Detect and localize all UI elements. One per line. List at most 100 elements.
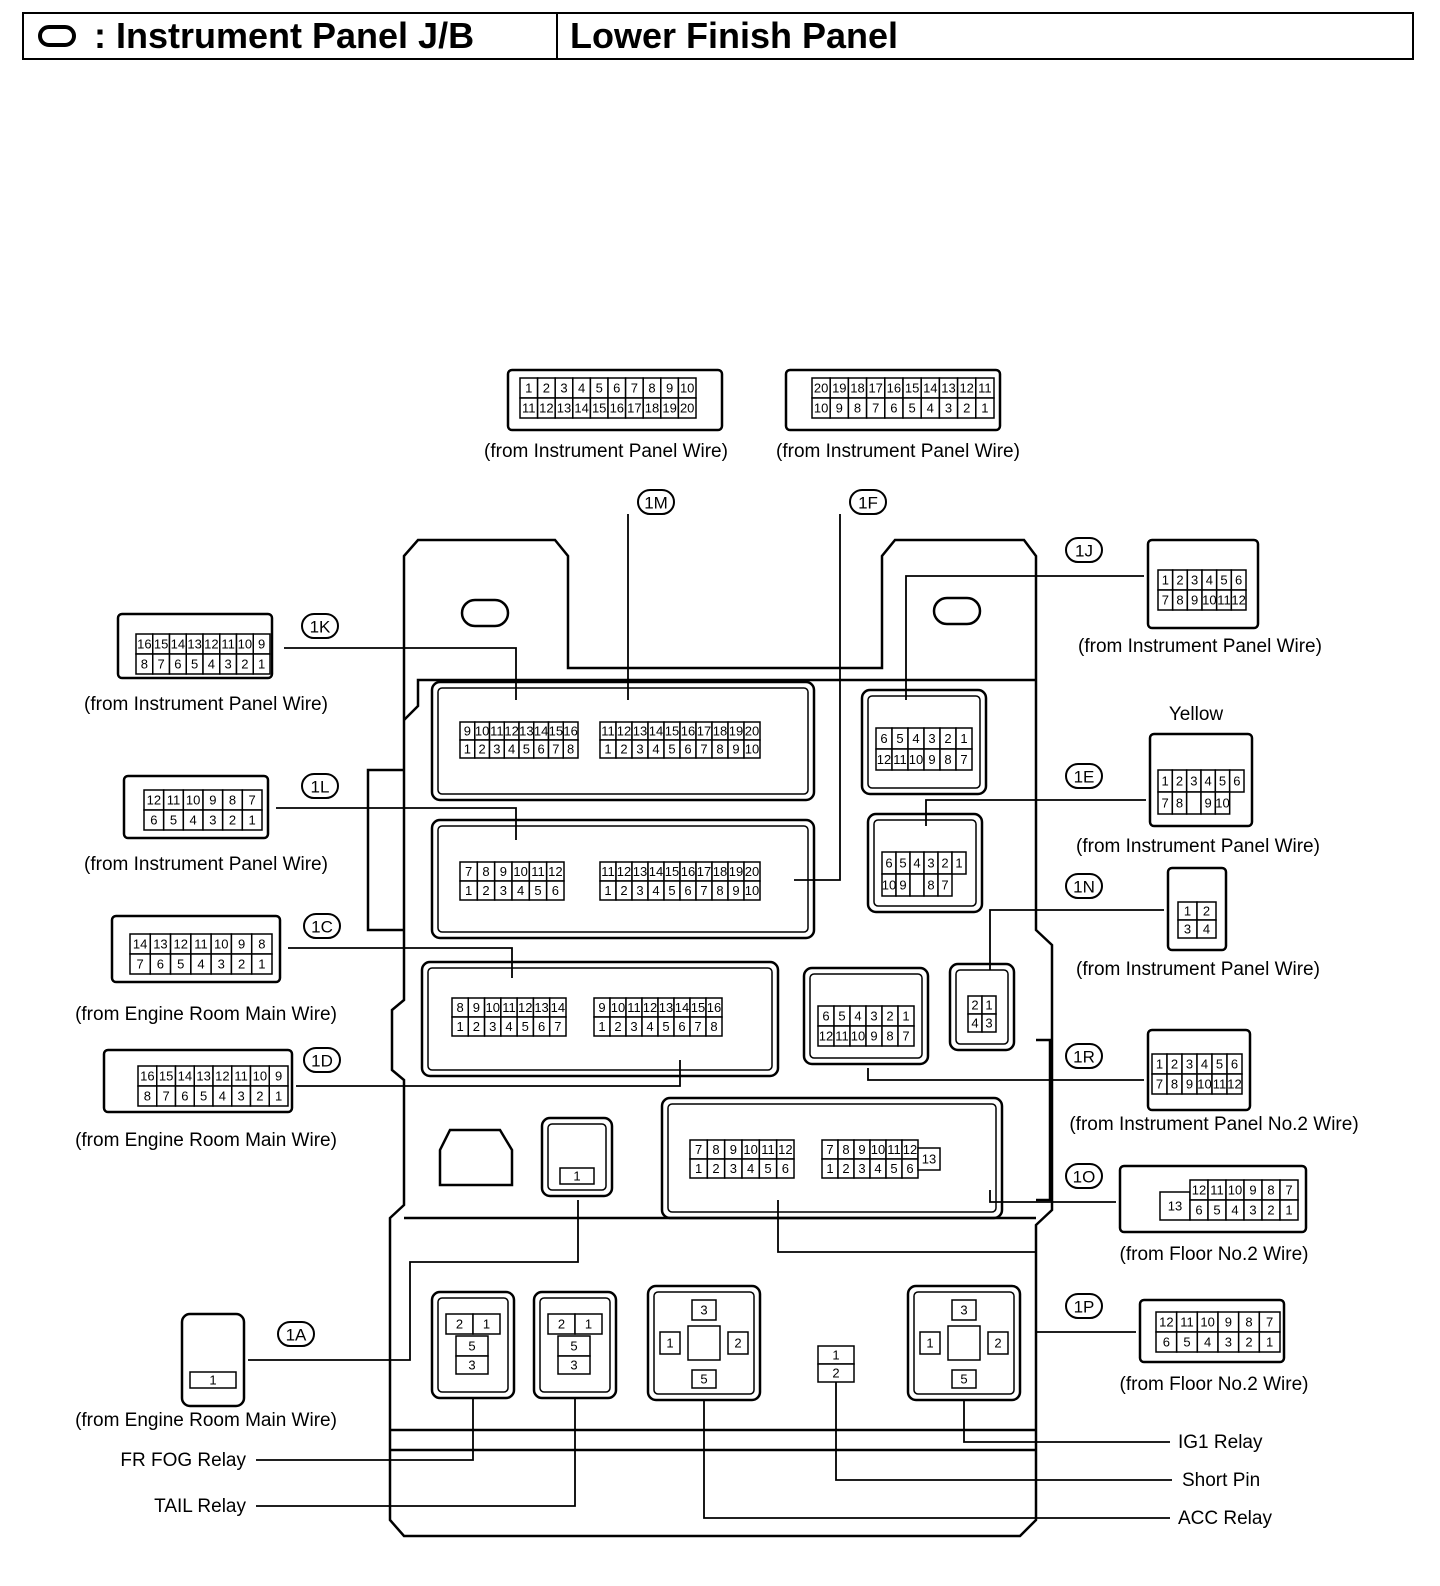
relay-ig1-center xyxy=(947,1325,981,1361)
socket-1j-top-pin: 4 xyxy=(912,731,919,746)
connector-1j-top-pin: 6 xyxy=(1235,573,1242,588)
connector-1f-top-pin: 14 xyxy=(923,381,937,396)
socket-1j-top-pin: 3 xyxy=(928,731,935,746)
socket-1e-top-pin: 6 xyxy=(885,856,892,871)
socket-1m-b-bottom-pin: 2 xyxy=(620,742,627,757)
connector-1e-bottom-pin: 9 xyxy=(1205,796,1212,811)
connector-1f-top-pin: 19 xyxy=(832,381,846,396)
connector-1m-bottom-pin: 17 xyxy=(627,401,641,416)
relay-tail-row1-pin: 1 xyxy=(585,1317,592,1332)
connector-1e-badge xyxy=(1065,763,1103,789)
connector-1c-top-pin: 12 xyxy=(173,937,187,952)
connector-1n-bottom-pin: 4 xyxy=(1203,922,1210,937)
relay-acc-pin: 1 xyxy=(666,1336,673,1351)
leader-fr-fog xyxy=(256,1398,474,1461)
connector-1j-bottom-pin: 12 xyxy=(1231,593,1245,608)
connector-1c-badge xyxy=(303,913,341,939)
relay-tail-row2-pin: 5 xyxy=(570,1339,577,1354)
leader-1j xyxy=(905,575,1144,700)
socket-1n-bottom-pin: 4 xyxy=(971,1016,978,1031)
connector-1p-id: 1P xyxy=(1074,1298,1095,1317)
socket-1o-b-top-pin: 8 xyxy=(842,1142,849,1157)
connector-1e-id: 1E xyxy=(1074,768,1095,787)
connector-1k-bottom-cell xyxy=(252,653,271,675)
socket-1o-a-top-pin: 10 xyxy=(743,1142,757,1157)
connector-1f-top-pin: 20 xyxy=(814,381,828,396)
connector-1f-bottom-pin: 8 xyxy=(854,401,861,416)
socket-1c-a-top-pin: 14 xyxy=(551,1000,565,1015)
connector-1a-pin: 1 xyxy=(209,1373,216,1388)
connector-1l-top-pin: 8 xyxy=(229,793,236,808)
connector-1j-bottom-pin: 8 xyxy=(1176,593,1183,608)
connector-1j-top-pin: 5 xyxy=(1220,573,1227,588)
socket-1r-top-pin: 6 xyxy=(822,1009,829,1024)
socket-1l-a-top-pin: 9 xyxy=(500,864,507,879)
connector-1o-bottom-pin: 6 xyxy=(1195,1203,1202,1218)
leader-1p xyxy=(777,1200,1136,1333)
leader-1a xyxy=(248,1200,579,1361)
socket-1m-b-top-pin: 11 xyxy=(601,724,615,739)
relay-fr-fog-row1-pin: 2 xyxy=(456,1317,463,1332)
socket-1m-b-bottom-pin: 7 xyxy=(700,742,707,757)
connector-1d-top-pin: 15 xyxy=(159,1069,173,1084)
socket-1l-a-bottom-cell xyxy=(545,880,565,901)
socket-1l-b-bottom-pin: 6 xyxy=(684,883,691,898)
socket-1m-a-bottom-pin: 1 xyxy=(464,742,471,757)
socket-1e-bottom-pin: 7 xyxy=(941,878,948,893)
connector-1j-top-pin: 3 xyxy=(1191,573,1198,588)
socket-1r-top-pin: 4 xyxy=(854,1009,861,1024)
connector-1f-top-pin: 11 xyxy=(978,381,992,396)
socket-1m-a-top-pin: 10 xyxy=(475,724,489,739)
socket-1r-bottom-pin: 9 xyxy=(870,1029,877,1044)
connector-1r-bottom-pin: 11 xyxy=(1213,1077,1227,1092)
connector-1d-top-pin: 13 xyxy=(196,1069,210,1084)
socket-1c-b-bottom-pin: 3 xyxy=(630,1019,637,1034)
connector-1c-bottom-cell xyxy=(250,953,273,975)
connector-1l-bottom-pin: 5 xyxy=(170,813,177,828)
connector-1c-bottom-pin: 5 xyxy=(177,957,184,972)
socket-1o-a-bottom-pin: 4 xyxy=(747,1161,754,1176)
socket-1o-b-bottom-pin: 5 xyxy=(890,1161,897,1176)
jb-inner-outline xyxy=(403,678,1036,721)
short-pin-b-pin: 2 xyxy=(832,1366,839,1381)
connector-1a-from: (from Engine Room Main Wire) xyxy=(75,1410,337,1431)
connector-1k-top-pin: 11 xyxy=(221,637,235,652)
socket-1e-top-pin: 2 xyxy=(941,856,948,871)
connector-1d-top-pin: 10 xyxy=(253,1069,267,1084)
connector-1l-bottom-cell xyxy=(241,809,263,831)
connector-1o-id: 1O xyxy=(1073,1168,1096,1187)
connector-1c-bottom-pin: 3 xyxy=(218,957,225,972)
socket-1c-a-bottom-pin: 1 xyxy=(457,1019,464,1034)
connector-1d-top-pin: 11 xyxy=(234,1069,248,1084)
socket-1l-b-bottom-pin: 5 xyxy=(668,883,675,898)
connector-1f-bottom-pin: 7 xyxy=(872,401,879,416)
relay-ig1-pin-bottom xyxy=(951,1369,977,1389)
relay-fr-fog-row1-pin: 1 xyxy=(483,1317,490,1332)
connector-1d-bottom-pin: 2 xyxy=(256,1089,263,1104)
connector-1r-bottom-pin: 7 xyxy=(1156,1077,1163,1092)
connector-1k-top-pin: 16 xyxy=(137,637,151,652)
relay-fr-fog-row3-pin: 3 xyxy=(468,1358,475,1373)
socket-1l-a-top-pin: 12 xyxy=(548,864,562,879)
connector-1p-bottom-cell xyxy=(1258,1331,1281,1353)
connector-1d-top-pin: 16 xyxy=(140,1069,154,1084)
connector-1r-bottom-cell xyxy=(1226,1073,1243,1095)
connector-1c-id: 1C xyxy=(311,918,333,937)
socket-1m-a-top-pin: 15 xyxy=(549,724,563,739)
connector-1c-top-pin: 11 xyxy=(194,937,208,952)
socket-1c-b-top-pin: 10 xyxy=(611,1000,625,1015)
socket-1m-a-bottom-pin: 4 xyxy=(508,742,515,757)
connector-1o-top-pin: 12 xyxy=(1192,1183,1206,1198)
socket-1l-b-bottom-pin: 4 xyxy=(652,883,659,898)
connector-1r-bottom-pin: 10 xyxy=(1197,1077,1211,1092)
socket-1e-bottom-cell xyxy=(937,873,953,897)
connector-1c-top-pin: 8 xyxy=(258,937,265,952)
legend-cell: : Instrument Panel J/B xyxy=(24,14,558,58)
socket-1e-top-pin: 1 xyxy=(955,856,962,871)
relay-acc-pin-right xyxy=(727,1331,749,1355)
connector-1j-bottom-cell xyxy=(1230,589,1247,611)
connector-1o-bottom-cell xyxy=(1279,1199,1299,1221)
socket-1c-b-top-pin: 11 xyxy=(627,1000,641,1015)
relay-fr-fog-row1-cell xyxy=(472,1313,501,1335)
socket-1r-bottom-pin: 8 xyxy=(886,1029,893,1044)
